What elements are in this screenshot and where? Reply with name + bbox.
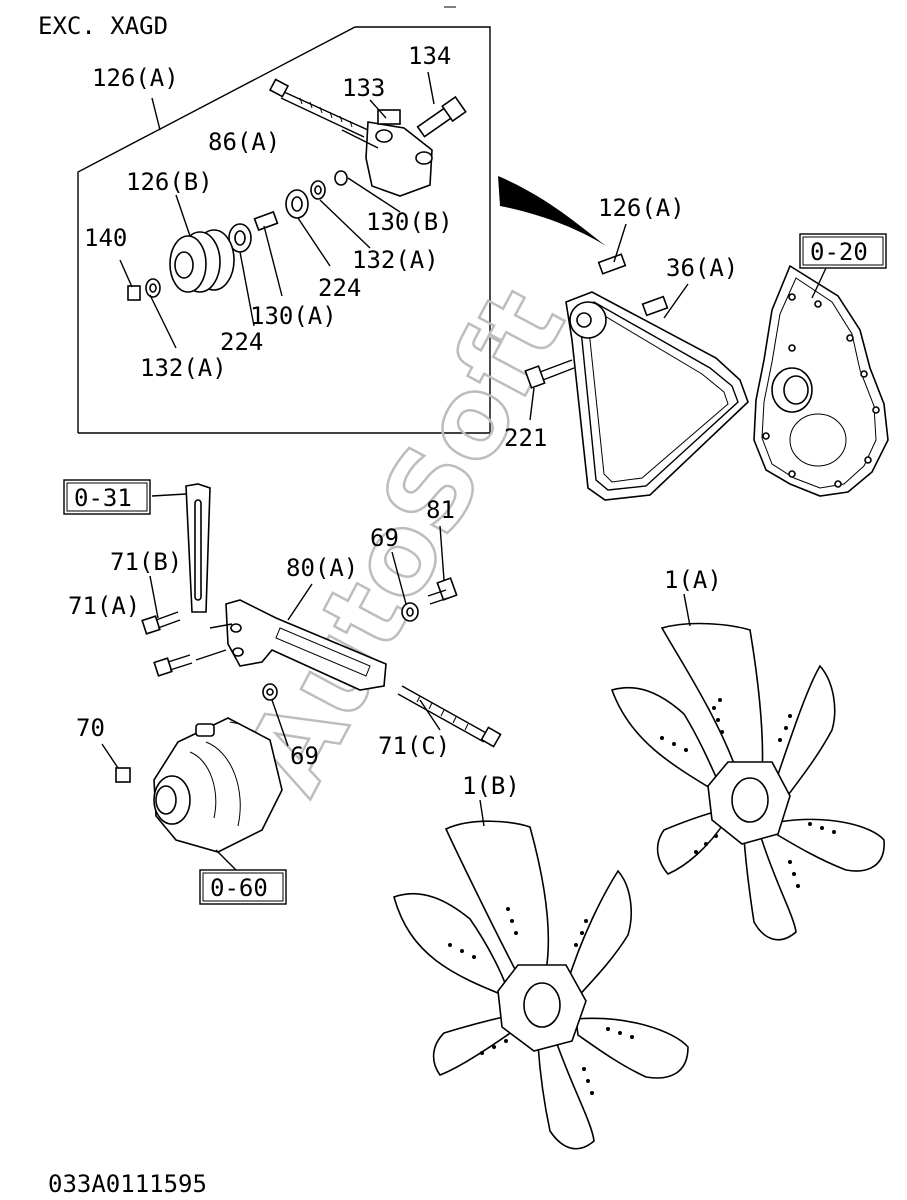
nut-70 xyxy=(115,767,131,783)
washer-69-top xyxy=(401,602,419,622)
inset-leaders xyxy=(119,71,435,349)
label-36a: 36(A) xyxy=(666,254,738,282)
label-224-right: 224 xyxy=(318,274,361,302)
label-69-top: 69 xyxy=(370,524,399,552)
label-70: 70 xyxy=(76,714,105,742)
pulley-126b xyxy=(169,229,235,293)
ref-box-0-20: 0-20 xyxy=(799,233,887,269)
label-86a: 86(A) xyxy=(208,128,280,156)
ref-box-0-60: 0-60 xyxy=(199,869,287,905)
bracket-133 xyxy=(365,109,433,197)
ref-0-60: 0-60 xyxy=(210,874,268,902)
adjust-plate xyxy=(185,483,211,613)
alternator xyxy=(153,717,283,853)
label-126a-right: 126(A) xyxy=(598,194,685,222)
stud-134 xyxy=(416,95,467,138)
spacer-130a xyxy=(253,210,279,232)
label-1b: 1(B) xyxy=(462,772,520,800)
label-80a: 80(A) xyxy=(286,554,358,582)
label-71a: 71(A) xyxy=(68,592,140,620)
label-126a-top: 126(A) xyxy=(92,64,179,92)
label-71c: 71(C) xyxy=(378,732,450,760)
bracket-80a xyxy=(225,599,387,691)
pointer-arrow xyxy=(498,176,606,246)
label-134: 134 xyxy=(408,42,451,70)
washer-69-bottom xyxy=(262,683,278,701)
bolt-221 xyxy=(524,359,575,389)
fan-leaders xyxy=(479,593,691,827)
bolt-71b xyxy=(141,611,181,635)
drawing-id: 033A0111595 xyxy=(48,1170,207,1198)
bolt-86a xyxy=(268,78,369,138)
fan-1a xyxy=(610,622,885,941)
watermark: AutoSoft xyxy=(220,269,590,812)
label-81: 81 xyxy=(426,496,455,524)
ref-0-20: 0-20 xyxy=(810,238,868,266)
label-126b: 126(B) xyxy=(126,168,213,196)
ring-132a-left xyxy=(145,278,161,298)
ring-132a-right xyxy=(310,180,326,200)
belt-36a xyxy=(565,291,749,501)
gear-cover xyxy=(753,264,889,497)
bolt-71c xyxy=(397,685,502,748)
fan-1b xyxy=(393,820,689,1150)
label-130b: 130(B) xyxy=(366,208,453,236)
bearing-224-left xyxy=(228,223,252,253)
label-130a: 130(A) xyxy=(250,302,337,330)
ref-0-31: 0-31 xyxy=(74,484,132,512)
label-132a-left: 132(A) xyxy=(140,354,227,382)
bolt-81 xyxy=(427,577,458,605)
nut-140 xyxy=(127,285,141,301)
idler-pulley xyxy=(569,253,669,339)
ref-box-0-31: 0-31 xyxy=(63,479,151,515)
label-69-bottom: 69 xyxy=(290,742,319,770)
label-221: 221 xyxy=(504,424,547,452)
label-224-left: 224 xyxy=(220,328,263,356)
detail-inset xyxy=(77,26,491,434)
label-71b: 71(B) xyxy=(110,548,182,576)
label-133: 133 xyxy=(342,74,385,102)
bolt-71a xyxy=(153,654,193,677)
header-note: EXC. XAGD xyxy=(38,12,168,40)
label-1a: 1(A) xyxy=(664,566,722,594)
washer-130b xyxy=(334,170,348,186)
label-132a-right: 132(A) xyxy=(352,246,439,274)
label-140: 140 xyxy=(84,224,127,252)
upper-leaders xyxy=(529,223,827,421)
middle-leaders xyxy=(101,493,445,875)
bearing-224-right xyxy=(285,189,309,219)
